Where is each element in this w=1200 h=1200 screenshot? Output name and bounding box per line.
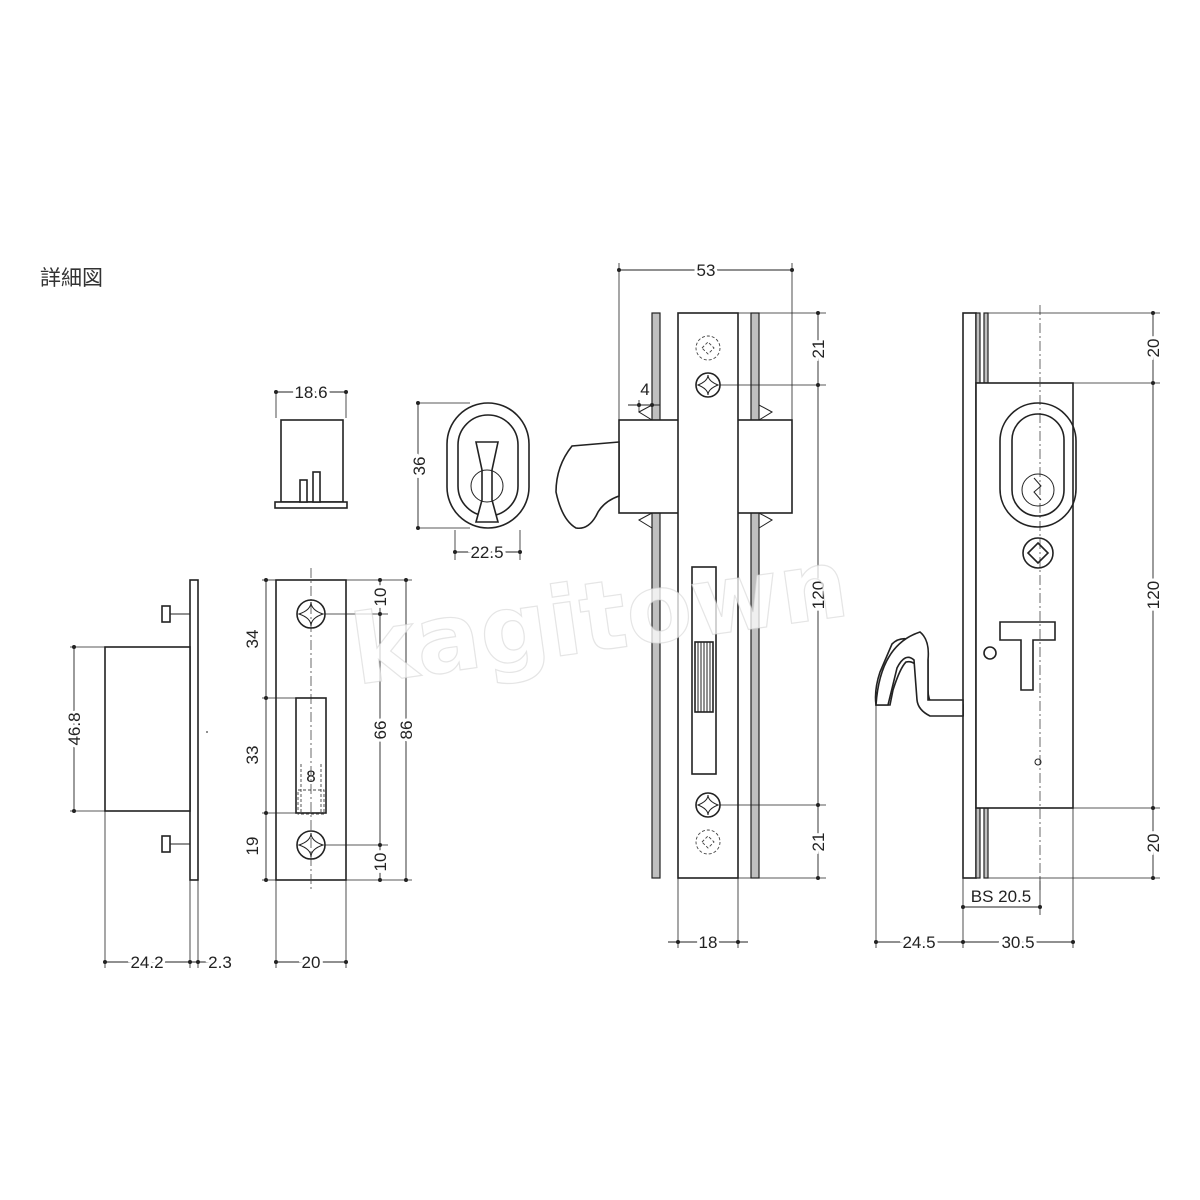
dim-strike-thickness: 2.3 — [208, 953, 232, 972]
dim-side-top: 21 — [809, 340, 828, 359]
dim-plate-top: 34 — [243, 630, 262, 649]
dim-plate-width: 20 — [302, 953, 321, 972]
dim-plate-height: 86 — [397, 721, 416, 740]
lock-front-view: 20 120 20 BS 20.5 24.5 30.5 — [874, 305, 1166, 955]
drawing-title: 詳細図 — [40, 266, 103, 290]
strike-box-side: 46.8 24.2 2.3 — [62, 579, 235, 975]
dim-side-face-width: 18 — [699, 933, 718, 952]
dim-plate-bottom: 19 — [243, 837, 262, 856]
dim-front-top: 20 — [1144, 339, 1163, 358]
dim-plate-mid: 33 — [243, 746, 262, 765]
dim-plate-bottom-margin: 10 — [371, 853, 390, 872]
dim-backset: BS 20.5 — [971, 887, 1032, 906]
dim-side-bottom: 21 — [809, 833, 828, 852]
dim-thumbturn-height: 36 — [410, 457, 429, 476]
dim-strike-height: 46.8 — [65, 712, 84, 745]
dim-side-overall-width: 53 — [697, 261, 716, 280]
dim-side-bracket: 4 — [640, 380, 649, 399]
dim-hook-projection: 24.5 — [902, 933, 935, 952]
dim-plate-pitch: 66 — [371, 721, 390, 740]
watermark-text: kagitown — [345, 527, 855, 707]
dim-front-case-width: 30.5 — [1001, 933, 1034, 952]
dim-thumbturn-width: 22.5 — [470, 543, 503, 562]
dim-slot-width: 8 — [306, 767, 315, 786]
lock-side-view: 53 4 21 120 21 18 — [555, 258, 831, 955]
strike-plate-front: 8 34 33 19 10 66 10 86 20 — [240, 568, 419, 975]
dim-strike-depth: 24.2 — [130, 953, 163, 972]
dim-cap-width: 18.6 — [294, 383, 327, 402]
dim-plate-top-margin: 10 — [371, 588, 390, 607]
cap-part: 18.6 — [274, 380, 348, 509]
thumbturn-part: 36 22.5 — [407, 401, 530, 565]
dim-front-bottom: 20 — [1144, 834, 1163, 853]
dim-side-middle: 120 — [809, 581, 828, 609]
dim-front-middle: 120 — [1144, 581, 1163, 609]
